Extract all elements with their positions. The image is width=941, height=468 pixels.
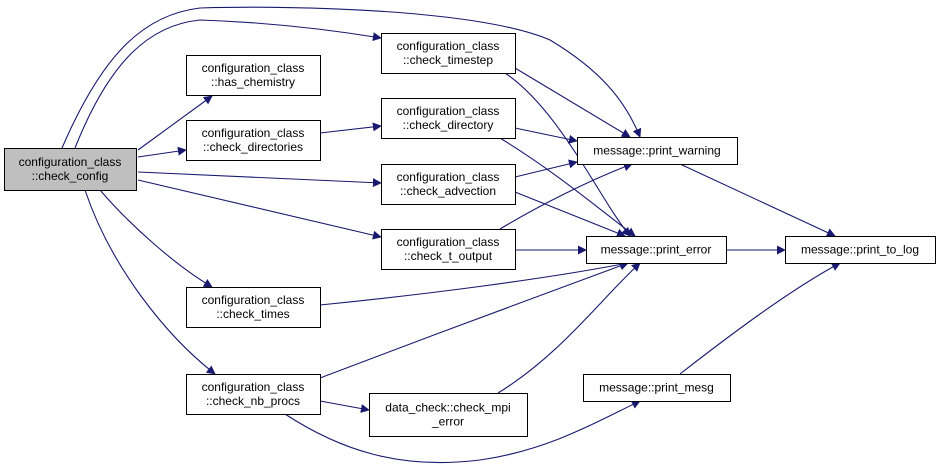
node-label-line: ::check_nb_procs bbox=[206, 394, 300, 408]
edge-check-config-to-check-advection bbox=[137, 171, 382, 188]
edge-check-timestep-to-print-error bbox=[504, 72, 631, 237]
node-print-warning[interactable]: message::print_warning bbox=[577, 137, 738, 165]
edge-check-directories-to-check-directory bbox=[319, 122, 382, 134]
edge-check-config-to-print-warning bbox=[61, 6, 642, 149]
edge-check-advection-to-print-error bbox=[514, 191, 626, 238]
node-check-mpi-error[interactable]: data_check::check_mpi_error bbox=[369, 393, 528, 437]
node-label-line: configuration_class bbox=[397, 39, 500, 53]
edge-check-nb-procs-to-print-mesg bbox=[284, 400, 641, 464]
node-check-t-output[interactable]: configuration_class::check_t_output bbox=[381, 229, 516, 270]
edge-check-directory-to-print-error bbox=[499, 137, 636, 237]
edge-check-config-to-check-directories bbox=[137, 146, 187, 158]
edge-check-advection-to-print-warning bbox=[514, 159, 578, 178]
node-check-advection[interactable]: configuration_class::check_advection bbox=[381, 164, 516, 205]
edge-print-mesg-to-print-to-log bbox=[679, 262, 841, 375]
edge-check-config-to-check-timestep bbox=[74, 19, 382, 149]
node-label-line: ::check_t_output bbox=[404, 249, 493, 263]
node-label-line: configuration_class bbox=[202, 380, 305, 394]
node-check-times[interactable]: configuration_class::check_times bbox=[186, 287, 321, 328]
edge-check-directory-to-print-warning bbox=[514, 127, 578, 144]
node-label-line: message::print_warning bbox=[593, 144, 720, 158]
node-check-timestep[interactable]: configuration_class::check_timestep bbox=[381, 33, 516, 74]
edge-check-config-to-check-times bbox=[99, 189, 213, 288]
node-label-line: ::check_advection bbox=[400, 184, 496, 198]
edges-layer bbox=[61, 6, 841, 464]
node-label-line: _error bbox=[431, 415, 464, 429]
node-label-line: configuration_class bbox=[397, 104, 500, 118]
node-box bbox=[577, 137, 738, 165]
node-box bbox=[186, 374, 321, 415]
node-box bbox=[186, 55, 321, 96]
node-label-line: ::check_directory bbox=[403, 118, 494, 132]
node-label-line: configuration_class bbox=[202, 126, 305, 140]
edge-print-warning-to-print-to-log bbox=[679, 163, 836, 237]
node-check-directory[interactable]: configuration_class::check_directory bbox=[381, 98, 516, 139]
node-print-to-log[interactable]: message::print_to_log bbox=[785, 236, 936, 264]
node-box bbox=[381, 33, 516, 74]
node-check-nb-procs[interactable]: configuration_class::check_nb_procs bbox=[186, 374, 321, 415]
node-box bbox=[369, 393, 528, 437]
node-label-line: data_check::check_mpi bbox=[385, 401, 510, 415]
node-box bbox=[186, 287, 321, 328]
node-box bbox=[186, 120, 321, 161]
node-box bbox=[4, 148, 137, 191]
node-box bbox=[785, 236, 936, 264]
edge-check-timestep-to-print-warning bbox=[514, 67, 631, 138]
node-label-line: ::check_timestep bbox=[403, 53, 493, 67]
edge-check-mpi-error-to-print-error bbox=[497, 262, 641, 394]
node-label-line: configuration_class bbox=[19, 155, 122, 169]
edge-check-t-output-to-print-warning bbox=[499, 162, 633, 230]
node-label-line: ::check_directories bbox=[203, 140, 303, 154]
node-print-error[interactable]: message::print_error bbox=[586, 236, 727, 264]
node-box bbox=[381, 98, 516, 139]
edge-check-nb-procs-to-check-mpi-error bbox=[319, 400, 370, 413]
node-label-line: ::check_config bbox=[32, 169, 109, 183]
node-box bbox=[381, 229, 516, 270]
edge-check-config-to-check-t-output bbox=[137, 179, 382, 240]
edge-check-config-to-has-chemistry bbox=[137, 95, 213, 151]
node-label-line: ::check_times bbox=[216, 307, 289, 321]
node-print-mesg[interactable]: message::print_mesg bbox=[583, 374, 731, 402]
node-label-line: configuration_class bbox=[202, 293, 305, 307]
node-box bbox=[583, 374, 731, 402]
node-has-chemistry[interactable]: configuration_class::has_chemistry bbox=[186, 55, 321, 96]
node-label-line: message::print_error bbox=[601, 243, 712, 257]
edge-check-times-to-print-error bbox=[319, 260, 629, 306]
node-check-config[interactable]: configuration_class::check_config bbox=[4, 148, 137, 191]
edge-check-config-to-check-nb-procs bbox=[84, 189, 216, 375]
node-label-line: ::has_chemistry bbox=[211, 75, 295, 89]
node-box bbox=[586, 236, 727, 264]
node-box bbox=[381, 164, 516, 205]
node-label-line: message::print_mesg bbox=[599, 381, 714, 395]
nodes-layer: configuration_class::check_configconfigu… bbox=[4, 33, 936, 437]
node-check-directories[interactable]: configuration_class::check_directories bbox=[186, 120, 321, 161]
node-label-line: configuration_class bbox=[397, 235, 500, 249]
edge-check-nb-procs-to-print-error bbox=[319, 261, 629, 379]
node-label-line: message::print_to_log bbox=[801, 243, 919, 257]
node-label-line: configuration_class bbox=[397, 170, 500, 184]
node-label-line: configuration_class bbox=[202, 61, 305, 75]
